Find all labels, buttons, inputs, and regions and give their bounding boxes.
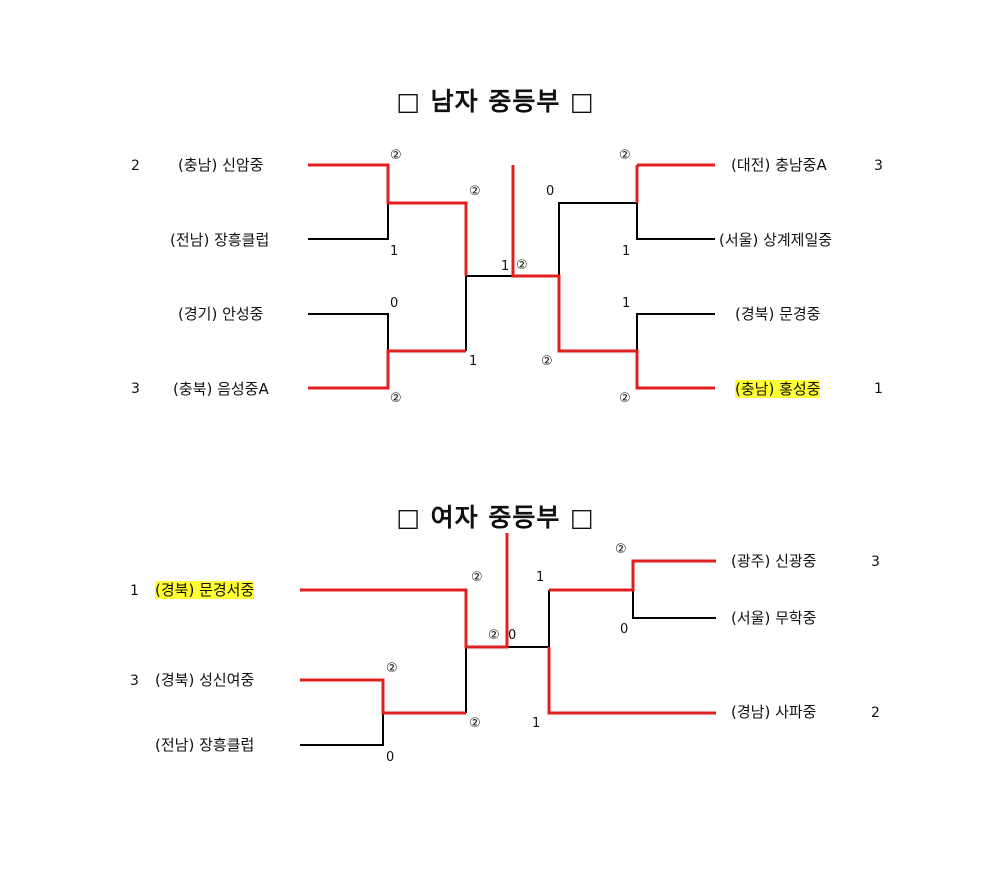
winner-path — [547, 647, 716, 715]
match-score: ② — [619, 148, 631, 163]
team-name: (경기) 안성중 — [178, 305, 264, 323]
bracket-line — [308, 203, 389, 240]
seed-number: 3 — [871, 554, 880, 570]
match-score: 1 — [532, 716, 541, 731]
bracket-line — [308, 313, 389, 351]
match-score: 0 — [546, 184, 555, 199]
seed-number: 3 — [874, 158, 883, 174]
match-score: ② — [469, 716, 481, 731]
match-score: ② — [386, 661, 398, 676]
girls-bracket-title: □ 여자 중등부 □ — [396, 503, 595, 532]
match-score: 0 — [620, 622, 629, 637]
team-name: (충남) 신암중 — [178, 156, 264, 174]
team-name: (광주) 신광중 — [731, 552, 817, 570]
match-score: ② — [615, 542, 627, 557]
team-name: (경북) 문경중 — [735, 305, 821, 323]
bracket-line — [558, 202, 637, 276]
team-name: (서울) 무학중 — [731, 609, 817, 627]
match-score: 0 — [386, 750, 395, 765]
match-score: 0 — [508, 628, 517, 643]
match-score: ② — [516, 258, 528, 273]
match-score: 1 — [622, 244, 631, 259]
match-score: 1 — [622, 296, 631, 311]
boys-bracket-title: □ 남자 중등부 □ — [396, 87, 595, 116]
team-name: (서울) 상계제일중 — [719, 231, 833, 249]
team-name: (전남) 장흥클럽 — [155, 736, 255, 754]
match-score: 1 — [501, 259, 510, 274]
match-score: ② — [469, 184, 481, 199]
match-score: 1 — [469, 354, 478, 369]
seed-number: 3 — [130, 673, 139, 689]
team-name: (전남) 장흥클럽 — [170, 231, 270, 249]
winner-path — [300, 678, 466, 715]
team-name: (경남) 사파중 — [731, 703, 817, 721]
match-score: 1 — [536, 570, 545, 585]
match-score: ② — [471, 570, 483, 585]
match-score: 0 — [390, 296, 399, 311]
team-name-highlighted: (경북) 문경서중 — [155, 581, 255, 599]
winner-path — [308, 349, 466, 390]
bracket-line — [636, 313, 715, 351]
match-score: ② — [488, 628, 500, 643]
winner-path — [549, 559, 716, 592]
bracket-line — [636, 203, 715, 240]
team-name: (경북) 성신여중 — [155, 671, 255, 689]
match-score: ② — [390, 391, 402, 406]
winner-path — [308, 163, 468, 276]
seed-number: 3 — [131, 381, 140, 397]
team-name: (대전) 충남중A — [731, 156, 827, 174]
team-name-highlighted: (충남) 홍성중 — [735, 380, 821, 398]
seed-number: 2 — [131, 158, 140, 174]
winner-path — [511, 165, 715, 390]
seed-number: 1 — [874, 381, 883, 397]
match-score: ② — [541, 354, 553, 369]
winner-path — [300, 533, 509, 649]
bracket-line — [632, 590, 716, 619]
seed-number: 2 — [871, 705, 880, 721]
match-score: ② — [390, 148, 402, 163]
bracket-line — [300, 713, 384, 746]
seed-number: 1 — [130, 583, 139, 599]
match-score: ② — [619, 391, 631, 406]
team-name: (충북) 음성중A — [173, 380, 269, 398]
match-score: 1 — [390, 244, 399, 259]
